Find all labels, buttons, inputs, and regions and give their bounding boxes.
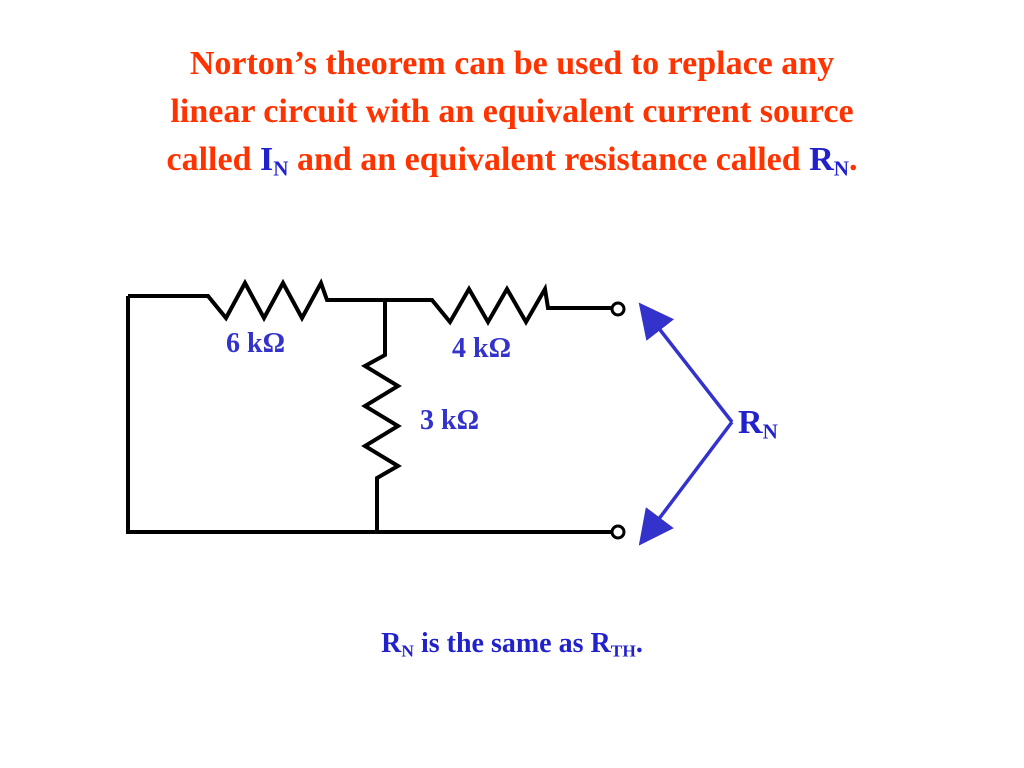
resistor-4k: [385, 283, 612, 327]
slide-title: Norton’s theorem can be used to replace …: [0, 40, 1024, 184]
label-3k: 3 kΩ: [420, 405, 479, 436]
rn-symbol: RN: [381, 628, 414, 661]
terminal-resistance-label: RN: [738, 404, 778, 444]
terminal-top: [610, 301, 626, 317]
title-text: .: [848, 141, 858, 178]
title-text: and an equivalent resistance called: [288, 141, 810, 178]
title-line-1: Norton’s theorem can be used to replace …: [189, 45, 835, 82]
label-6k: 6 kΩ: [226, 328, 285, 359]
norton-resistance-symbol: RN: [809, 141, 849, 181]
title-line-2: linear circuit with an equivalent curren…: [170, 93, 854, 130]
resistor-6k: [128, 278, 385, 323]
title-text: called: [166, 141, 260, 178]
label-4k: 4 kΩ: [452, 333, 511, 364]
footnote: RN is the same as RTH.: [381, 628, 643, 661]
arrow-to-top-terminal: [638, 302, 734, 424]
norton-current-symbol: IN: [259, 141, 289, 181]
terminal-bottom: [610, 524, 626, 540]
arrow-to-bottom-terminal: [638, 420, 734, 546]
note-text: is the same as: [413, 628, 591, 659]
rth-symbol: RTH: [590, 628, 636, 661]
title-line-3: called IN and an equivalent resistance c…: [0, 136, 1024, 184]
resistor-3k: [361, 300, 402, 532]
wire-left: [126, 296, 377, 534]
